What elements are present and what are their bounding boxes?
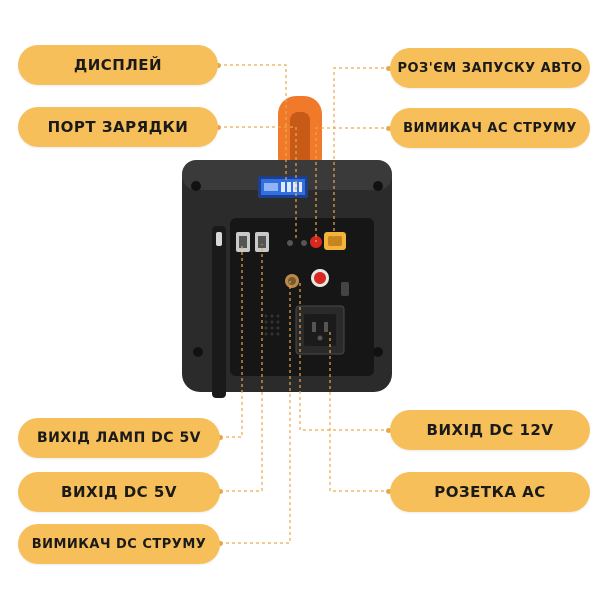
label-output-dc5v: ВИХІД DC 5V xyxy=(18,472,220,512)
ac-socket xyxy=(295,305,345,355)
leader-lines xyxy=(218,64,390,544)
usb-ports xyxy=(236,232,269,252)
label-charging-port: ПОРТ ЗАРЯДКИ xyxy=(18,107,218,147)
label-ac-switch: ВИМИКАЧ AC СТРУМУ xyxy=(390,108,590,148)
charging-port-jack xyxy=(287,240,293,246)
label-lamp-output-dc5v: ВИХІД ЛАМП DC 5V xyxy=(18,418,220,458)
display-screen xyxy=(258,176,308,198)
speaker-grille xyxy=(264,314,280,336)
label-car-start-connector: РОЗ'ЄМ ЗАПУСКУ АВТО xyxy=(390,48,590,88)
label-display: ДИСПЛЕЙ xyxy=(18,45,218,85)
label-ac-socket: РОЗЕТКА AC xyxy=(390,472,590,512)
dc-switch-round xyxy=(285,274,299,288)
dc12v-output xyxy=(311,269,329,287)
label-dc-switch: ВИМИКАЧ DC СТРУМУ xyxy=(18,524,220,564)
car-start-connector xyxy=(324,232,346,250)
carry-handle xyxy=(278,96,322,176)
label-output-dc12v: ВИХІД DC 12V xyxy=(390,410,590,450)
